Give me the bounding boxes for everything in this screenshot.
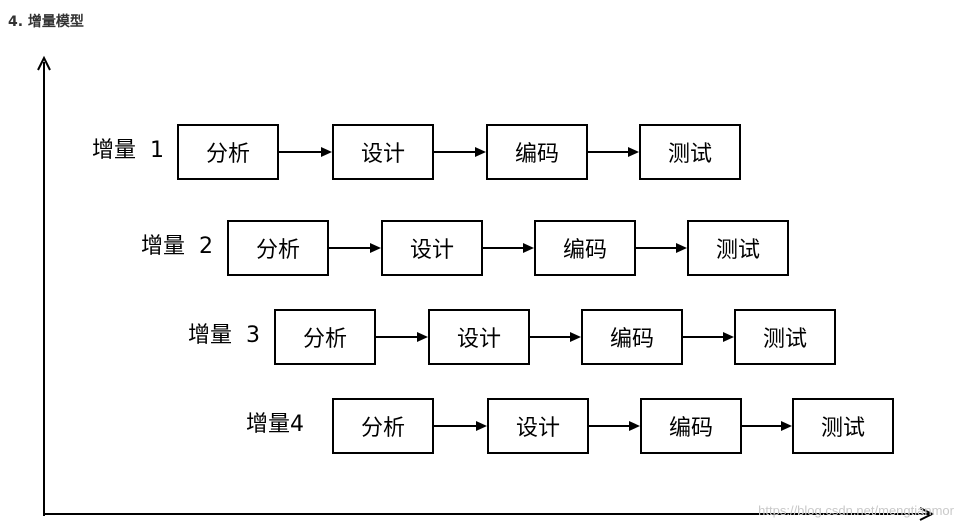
- stage-testing: 测试: [792, 398, 894, 454]
- flow-arrow: [742, 421, 792, 431]
- flow-arrow: [376, 332, 428, 342]
- watermark: https://blog.csdn.net/mengtianmor: [758, 503, 954, 518]
- flow-arrow: [530, 332, 581, 342]
- stage-testing: 测试: [639, 124, 741, 180]
- increment-label: 增量 2: [141, 234, 213, 259]
- flow-arrow: [636, 243, 687, 253]
- stage-testing: 测试: [687, 220, 789, 276]
- stage-design: 设计: [332, 124, 434, 180]
- increment-label: 增量 1: [92, 138, 164, 163]
- stage-analysis: 分析: [274, 309, 376, 365]
- flow-arrow: [434, 421, 487, 431]
- flow-arrow: [483, 243, 534, 253]
- y-axis-arrowhead: [37, 55, 51, 71]
- flow-arrow: [589, 421, 640, 431]
- stage-design: 设计: [428, 309, 530, 365]
- stage-analysis: 分析: [227, 220, 329, 276]
- stage-coding: 编码: [534, 220, 636, 276]
- flow-arrow: [588, 147, 639, 157]
- stage-analysis: 分析: [177, 124, 279, 180]
- stage-design: 设计: [381, 220, 483, 276]
- stage-design: 设计: [487, 398, 589, 454]
- flow-arrow: [683, 332, 734, 342]
- section-heading: 4. 增量模型: [8, 14, 84, 30]
- stage-analysis: 分析: [332, 398, 434, 454]
- stage-testing: 测试: [734, 309, 836, 365]
- stage-coding: 编码: [581, 309, 683, 365]
- flow-arrow: [434, 147, 486, 157]
- increment-row-3: 增量 3 分析 设计 编码 测试: [0, 309, 960, 365]
- increment-row-4: 增量4 分析 设计 编码 测试: [0, 398, 960, 454]
- increment-row-1: 增量 1 分析 设计 编码 测试: [0, 124, 960, 180]
- increment-label: 增量 3: [188, 323, 260, 348]
- x-axis-arrowhead: [919, 507, 935, 521]
- stage-coding: 编码: [640, 398, 742, 454]
- flow-arrow: [329, 243, 381, 253]
- increment-label: 增量4: [246, 412, 304, 437]
- flow-arrow: [279, 147, 332, 157]
- increment-row-2: 增量 2 分析 设计 编码 测试: [0, 220, 960, 276]
- stage-coding: 编码: [486, 124, 588, 180]
